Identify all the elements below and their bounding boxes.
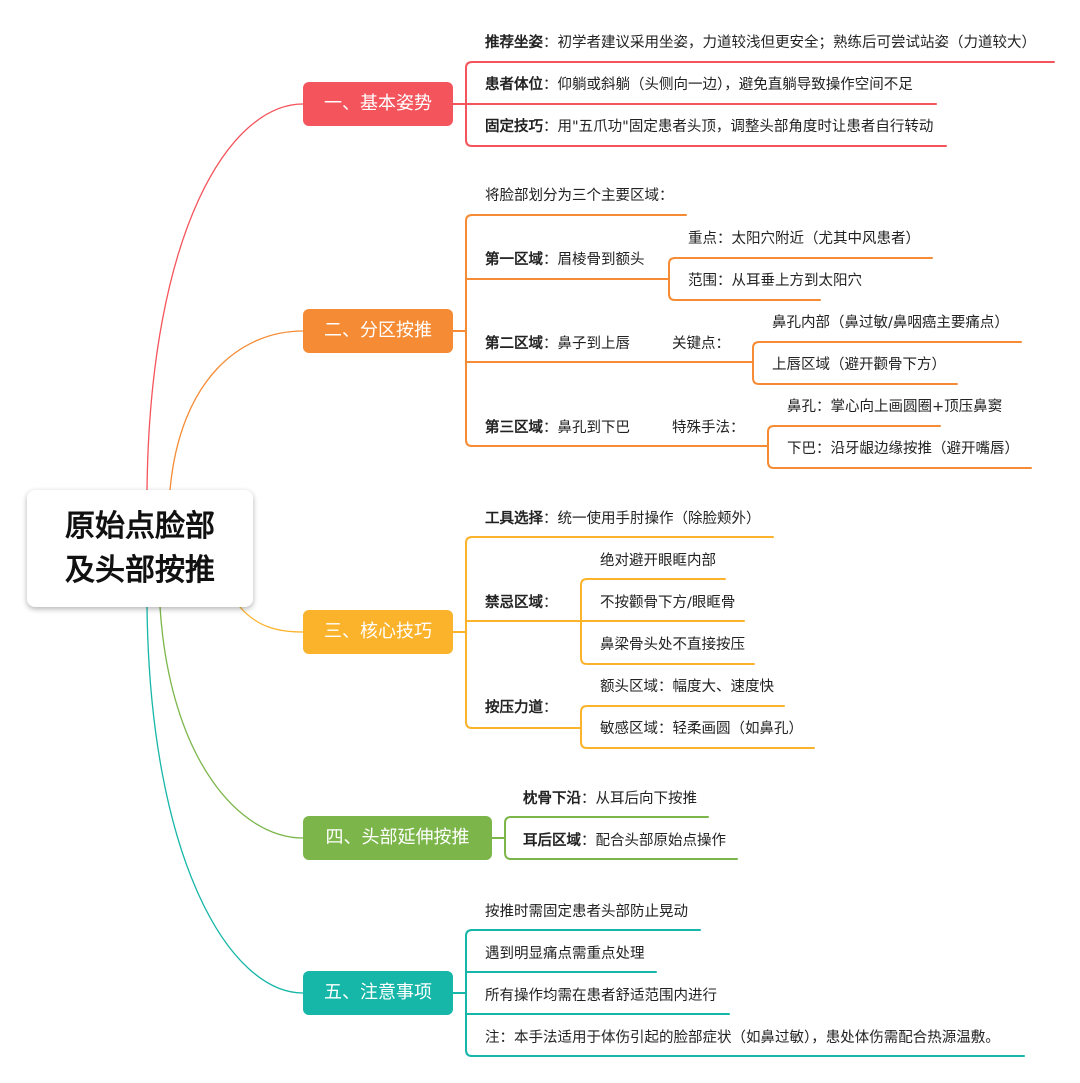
central-topic[interactable]: 原始点脸部及头部按推	[27, 490, 253, 607]
branch-2-connectors	[452, 214, 1032, 469]
curve-branch-3	[239, 606, 304, 633]
topic-basic-posture[interactable]: 一、基本姿势	[303, 82, 453, 126]
subtopic-occipital[interactable]: 枕骨下沿：从耳后向下按推	[523, 789, 697, 809]
topic-notes[interactable]: 五、注意事项	[303, 971, 453, 1015]
forbidden-item-2[interactable]: 不按颧骨下方/眼眶骨	[600, 595, 736, 611]
note-item-2[interactable]: 遇到明显痛点需重点处理	[485, 946, 645, 962]
subtopic-patient-position[interactable]: 患者体位：仰躺或斜躺（头侧向一边），避免直躺导致操作空间不足	[485, 75, 913, 95]
zone-3-special-label: 特殊手法：	[672, 420, 745, 436]
text: ：初学者建议采用坐姿，力道较浅但更安全；熟练后可尝试站姿（力道较大）	[543, 35, 1036, 51]
text: ：	[543, 700, 558, 716]
zone-2-detail-1[interactable]: 鼻孔内部（鼻过敏/鼻咽癌主要痛点）	[772, 315, 1009, 331]
zone-1-detail-2[interactable]: 范围：从耳垂上方到太阳穴	[688, 273, 862, 289]
label: 第一区域	[485, 252, 543, 268]
label: 固定技巧	[485, 119, 543, 135]
forbidden-item-1[interactable]: 绝对避开眼眶内部	[600, 553, 716, 569]
force-item-1[interactable]: 额头区域：幅度大、速度快	[600, 679, 774, 695]
text: ：眉棱骨到额头	[543, 252, 645, 268]
text: ：配合头部原始点操作	[581, 833, 726, 849]
label: 枕骨下沿	[523, 791, 581, 807]
label: 第二区域	[485, 336, 543, 352]
subtopic-intro[interactable]: 将脸部划分为三个主要区域：	[485, 188, 674, 204]
zone-3-detail-1[interactable]: 鼻孔：掌心向上画圆圈+顶压鼻窦	[787, 399, 1003, 415]
subtopic-force[interactable]: 按压力道：	[485, 698, 558, 718]
curve-branch-4	[159, 606, 304, 839]
branch-1-connectors	[452, 61, 1055, 147]
zone-1-detail-1[interactable]: 重点：太阳穴附近（尤其中风患者）	[688, 231, 920, 247]
zone-2-detail-2[interactable]: 上唇区域（避开颧骨下方）	[772, 357, 946, 373]
subtopic-forbidden[interactable]: 禁忌区域：	[485, 593, 558, 613]
subtopic-zone-1[interactable]: 第一区域：眉棱骨到额头	[485, 250, 645, 270]
zone-2-key-points-label: 关键点：	[672, 336, 730, 352]
note-item-1[interactable]: 按推时需固定患者头部防止晃动	[485, 904, 688, 920]
curve-branch-1	[146, 103, 304, 491]
subtopic-sitting[interactable]: 推荐坐姿：初学者建议采用坐姿，力道较浅但更安全；熟练后可尝试站姿（力道较大）	[485, 33, 1036, 53]
text: ：统一使用手肘操作（除脸颊外）	[543, 511, 761, 527]
central-topic-line-1: 原始点脸部	[65, 508, 215, 544]
topic-head-extension[interactable]: 四、头部延伸按推	[303, 816, 492, 860]
branch-3-connectors	[452, 536, 815, 749]
zone-3-detail-2[interactable]: 下巴：沿牙龈边缘按推（避开嘴唇）	[787, 441, 1019, 457]
curve-branch-5	[146, 606, 304, 994]
topic-zone-push[interactable]: 二、分区按推	[303, 309, 453, 353]
text: ：鼻子到上唇	[543, 336, 630, 352]
text: ：用"五爪功"固定患者头顶，调整头部角度时让患者自行转动	[543, 119, 934, 135]
central-topic-line-2: 及头部按推	[65, 552, 215, 588]
label: 推荐坐姿	[485, 35, 543, 51]
subtopic-fixing[interactable]: 固定技巧：用"五爪功"固定患者头顶，调整头部角度时让患者自行转动	[485, 117, 933, 137]
label: 禁忌区域	[485, 595, 543, 611]
label: 耳后区域	[523, 833, 581, 849]
subtopic-zone-3[interactable]: 第三区域：鼻孔到下巴	[485, 418, 630, 438]
topic-core-skills[interactable]: 三、核心技巧	[303, 610, 453, 654]
curve-branch-2	[169, 330, 304, 491]
subtopic-zone-2[interactable]: 第二区域：鼻子到上唇	[485, 334, 630, 354]
text: ：从耳后向下按推	[581, 791, 697, 807]
text: ：	[543, 595, 558, 611]
text: ：鼻孔到下巴	[543, 420, 630, 436]
label: 第三区域	[485, 420, 543, 436]
subtopic-behind-ear[interactable]: 耳后区域：配合头部原始点操作	[523, 831, 726, 851]
force-item-2[interactable]: 敏感区域：轻柔画圆（如鼻孔）	[600, 721, 803, 737]
label: 患者体位	[485, 77, 543, 93]
branch-4-connectors	[491, 816, 738, 860]
text: ：仰躺或斜躺（头侧向一边），避免直躺导致操作空间不足	[543, 77, 913, 93]
branch-5-connectors	[452, 929, 1025, 1057]
forbidden-item-3[interactable]: 鼻梁骨头处不直接按压	[600, 637, 745, 653]
label: 工具选择	[485, 511, 543, 527]
note-item-3[interactable]: 所有操作均需在患者舒适范围内进行	[485, 988, 717, 1004]
note-item-4[interactable]: 注：本手法适用于体伤引起的脸部症状（如鼻过敏），患处体伤需配合热源温敷。	[485, 1030, 1000, 1046]
subtopic-tool[interactable]: 工具选择：统一使用手肘操作（除脸颊外）	[485, 509, 761, 529]
label: 按压力道	[485, 700, 543, 716]
